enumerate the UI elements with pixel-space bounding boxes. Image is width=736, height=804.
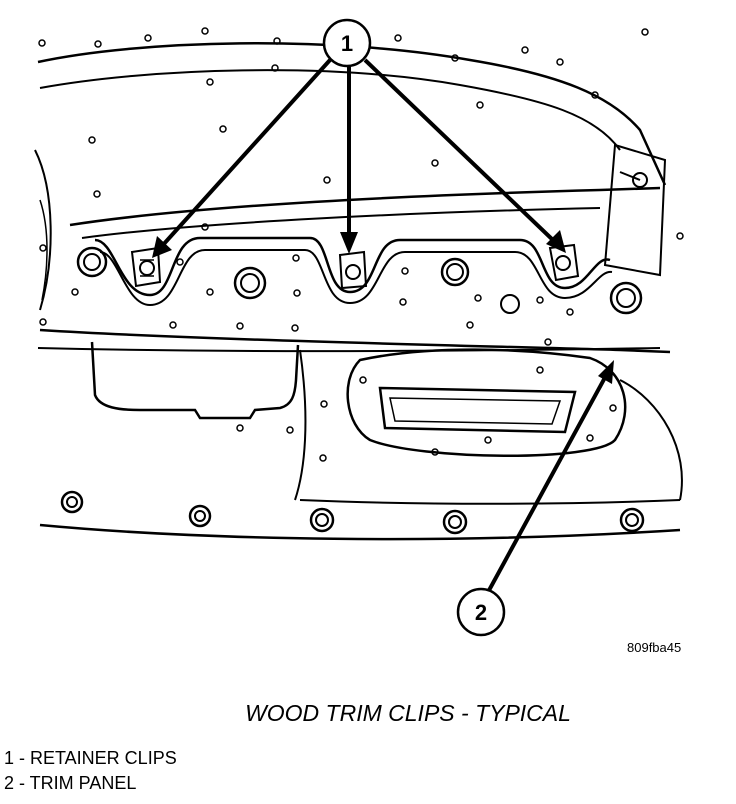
figure-id: 809fba45 — [627, 640, 682, 655]
left-curve-inner — [39, 199, 48, 301]
left-curve — [34, 149, 52, 311]
panel-dots — [38, 27, 684, 462]
lower-panel-bottom — [39, 523, 681, 541]
trim-panel-bottom — [37, 347, 661, 352]
door-panel-outline — [37, 42, 667, 186]
legend-item-2: 2 - TRIM PANEL — [4, 773, 137, 793]
storage-pocket — [90, 341, 300, 420]
callout-2-leader — [485, 371, 610, 595]
lower-panel-right — [619, 379, 683, 501]
legend: 1 - RETAINER CLIPS 2 - TRIM PANEL — [4, 746, 177, 796]
trim-panel-top — [69, 186, 661, 227]
clip-channel-inner — [99, 249, 613, 307]
trim-diagram: 1 2 — [34, 18, 684, 637]
retainer-clip-center — [338, 250, 368, 290]
callout-1-number: 1 — [341, 31, 353, 56]
lower-rivets — [60, 490, 645, 535]
lower-panel-curve — [294, 349, 307, 501]
trim-panel-lower-edge — [39, 328, 671, 354]
pull-cup-outer — [346, 348, 627, 457]
figure-caption: WOOD TRIM CLIPS - TYPICAL — [245, 700, 571, 726]
callout-2: 2 — [456, 587, 506, 637]
callout-2-number: 2 — [475, 600, 487, 625]
door-panel-inner-edge — [39, 69, 621, 151]
retainer-clip-right — [548, 243, 580, 282]
mounting-holes — [76, 246, 643, 315]
pull-cup-inner — [378, 386, 577, 434]
retainer-clip-left — [130, 246, 162, 288]
clip-channel — [94, 236, 611, 297]
callout-1-leaders — [160, 58, 557, 248]
legend-item-1: 1 - RETAINER CLIPS — [4, 748, 177, 768]
bracket — [603, 143, 667, 277]
callout-1: 1 — [322, 18, 372, 68]
